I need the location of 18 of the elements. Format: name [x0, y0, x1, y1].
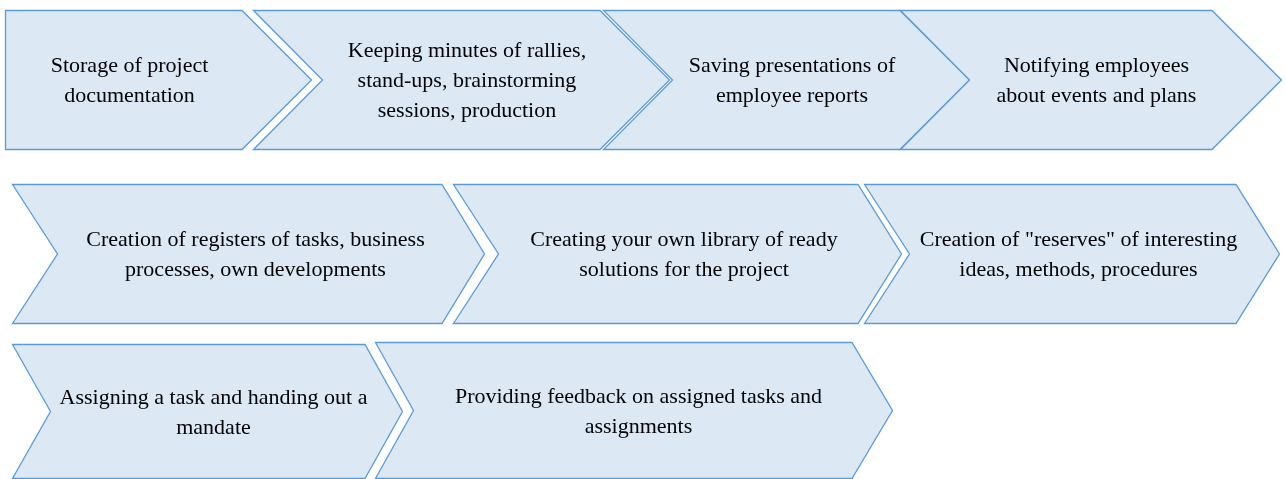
step-text: Notifying employees about events and plans: [995, 51, 1198, 109]
chevron-step: [12, 184, 485, 324]
step-text: Creation of "reserves" of interesting ideas, methods, procedures: [918, 225, 1239, 283]
step-text: Providing feedback on assigned tasks and assignments: [453, 381, 824, 440]
chevron-step: [453, 184, 902, 324]
chevron-step: [5, 10, 312, 150]
step-text: Keeping minutes of rallies, stand-ups, brainstorming sessions, production: [346, 36, 588, 124]
chevron-step: [375, 342, 893, 479]
step-text: Creation of registers of tasks, business processes, own developments: [85, 225, 426, 283]
step-text: Storage of project documentation: [49, 51, 210, 109]
chevron-step: [900, 10, 1282, 150]
step-text: Saving presentations of employee reports: [687, 51, 897, 109]
chevron-step: [12, 344, 403, 479]
step-text: Assigning a task and handing out a mandate: [58, 382, 369, 441]
chevron-step: [864, 184, 1280, 324]
chevron-step: [603, 10, 970, 150]
step-text: Creating your own library of ready solutions for the project: [529, 225, 839, 283]
chevron-step: [253, 10, 670, 150]
